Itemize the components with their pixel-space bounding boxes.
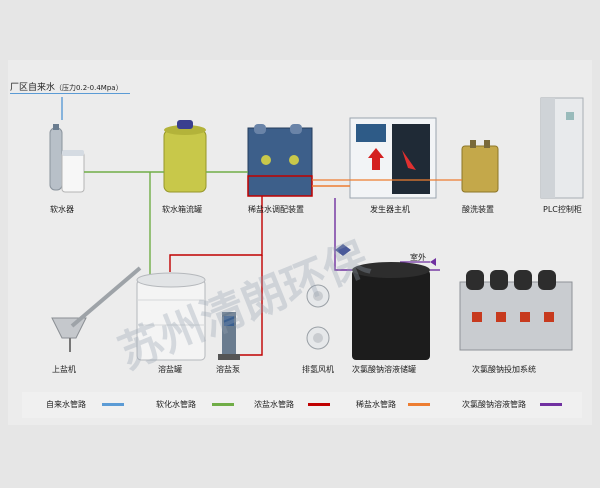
legend-dilute-line — [408, 403, 430, 406]
plc-label: PLC控制柜 — [543, 205, 582, 214]
legend-naclo-label: 次氯酸钠溶液管路 — [462, 400, 526, 409]
legend-soft-line — [212, 403, 234, 406]
legend-naclo-line — [540, 403, 562, 406]
legend-dilute-label: 稀盐水管路 — [356, 400, 396, 409]
naclo-pipe-a — [334, 198, 352, 271]
soft-water-tank — [163, 120, 207, 193]
salt-pump — [218, 312, 240, 360]
source-title: 厂区自来水 — [10, 83, 56, 93]
legend-brine-label: 浓盐水管路 — [254, 400, 294, 409]
source-line — [10, 93, 130, 94]
fan-label: 排氢风机 — [302, 365, 334, 374]
generator-label: 发生器主机 — [370, 205, 410, 214]
salt-tank-label: 溶盐罐 — [158, 365, 182, 374]
brine-pipe-b — [240, 255, 263, 356]
acid-wash-device — [461, 140, 499, 193]
source-label: 厂区自来水（压力0.2-0.4Mpa） — [10, 80, 123, 93]
outlet-label: 室外 — [410, 253, 426, 262]
acid-wash-label: 酸洗装置 — [462, 205, 494, 214]
storage-label: 次氯酸钠溶液储罐 — [352, 365, 416, 374]
brine-pipe-a — [169, 196, 263, 272]
legend-brine-line — [308, 403, 330, 406]
plc-cabinet — [540, 97, 584, 199]
salt-dissolving-tank — [136, 272, 206, 361]
softener-unit — [49, 124, 85, 193]
dosing-system — [459, 270, 573, 351]
salt-feeder — [51, 266, 142, 352]
legend-tap-label: 自来水管路 — [46, 400, 86, 409]
exhaust-fans — [306, 284, 330, 350]
feeder-label: 上盐机 — [52, 365, 76, 374]
legend-soft-label: 软化水管路 — [156, 400, 196, 409]
salt-pump-label: 溶盐泵 — [216, 365, 240, 374]
legend: 自来水管路 软化水管路 浓盐水管路 稀盐水管路 次氯酸钠溶液管路 — [22, 392, 582, 418]
softener-label: 软水器 — [50, 205, 74, 214]
generator-host — [349, 117, 437, 199]
soft-tank-label: 软水箱流罐 — [162, 205, 202, 214]
naclo-storage-tank — [335, 244, 430, 360]
source-pressure: （压力0.2-0.4Mpa） — [55, 84, 123, 92]
dilute-brine-device — [247, 124, 313, 197]
dilute-tank-label: 稀盐水调配装置 — [248, 205, 304, 214]
legend-tap-line — [102, 403, 124, 406]
dosing-label: 次氯酸钠投加系统 — [472, 365, 536, 374]
diagram-panel — [8, 60, 592, 425]
